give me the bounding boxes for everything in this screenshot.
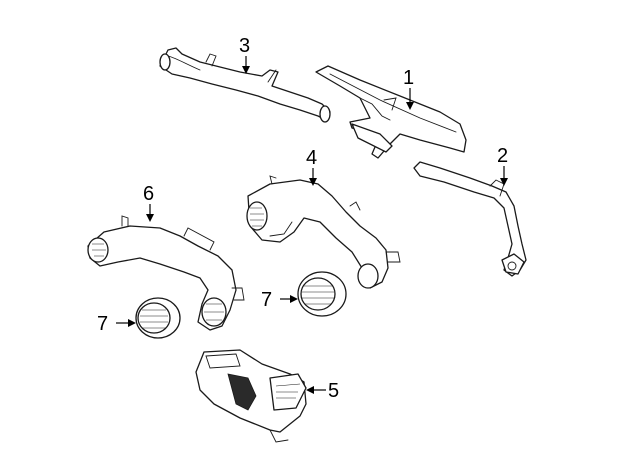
callout-7-left-label: 7 (97, 313, 108, 335)
part-1-defroster-duct[interactable] (315, 65, 467, 159)
part-3-duct-pipe[interactable] (159, 47, 331, 123)
callout-7-right: 7 (261, 289, 298, 311)
part-6-left-duct[interactable] (87, 215, 245, 331)
part-7-round-vent-left[interactable] (135, 297, 181, 339)
callout-5-label: 5 (328, 380, 339, 402)
callout-2: 2 (497, 145, 508, 186)
callout-4: 4 (306, 147, 317, 186)
callout-1-label: 1 (403, 67, 414, 89)
callout-2-label: 2 (497, 145, 508, 167)
callout-1: 1 (403, 67, 414, 110)
callout-4-label: 4 (306, 147, 317, 169)
part-5-lower-duct[interactable] (195, 349, 307, 443)
callout-7-right-label: 7 (261, 289, 272, 311)
callout-6: 6 (143, 183, 154, 222)
callout-3: 3 (239, 35, 250, 74)
callout-5: 5 (306, 380, 339, 402)
callout-6-label: 6 (143, 183, 154, 205)
part-2-side-duct[interactable] (413, 161, 527, 277)
callout-3-label: 3 (239, 35, 250, 57)
callout-7-left: 7 (97, 313, 136, 335)
part-4-center-duct[interactable] (246, 175, 401, 289)
part-7-round-vent-right[interactable] (297, 271, 347, 317)
